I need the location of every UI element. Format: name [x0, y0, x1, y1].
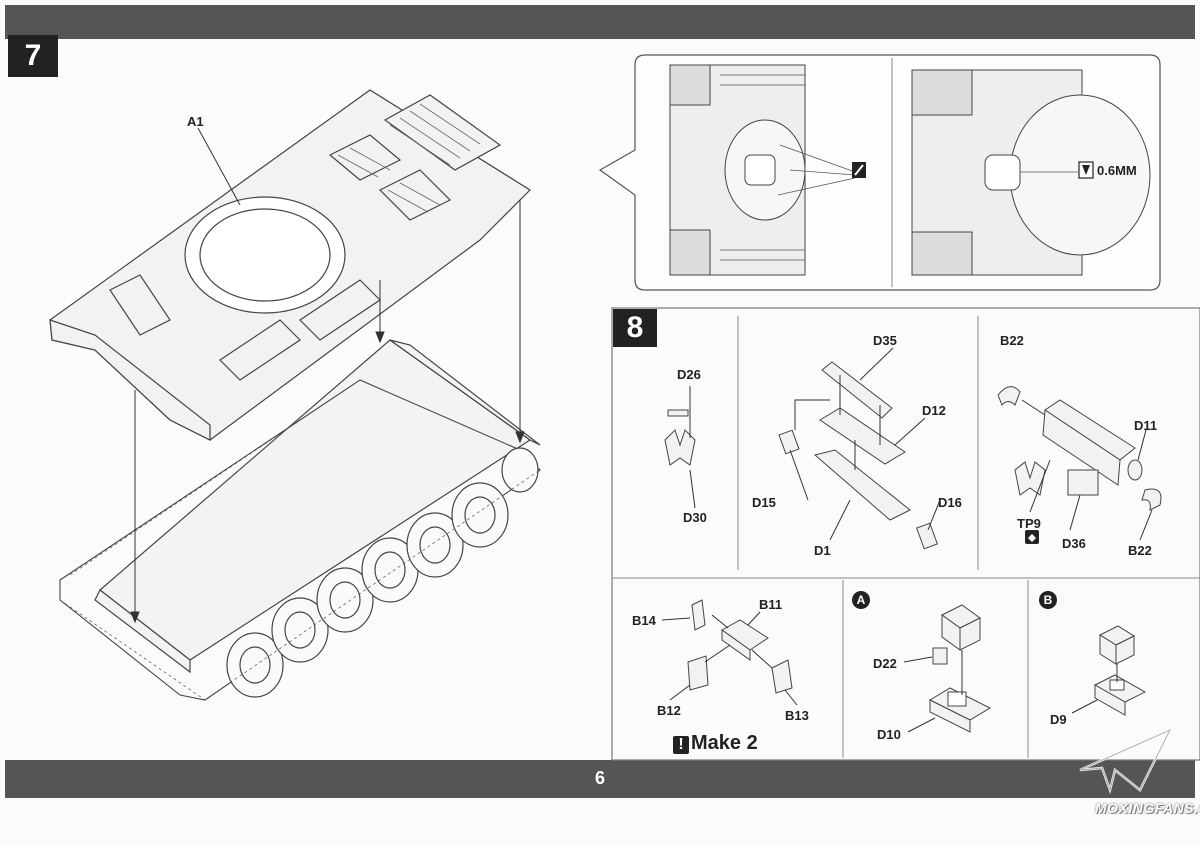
sub3-illustration	[997, 386, 1162, 544]
bottom-bar: 6	[5, 760, 1195, 798]
step-8-frame	[611, 307, 1200, 761]
top-bar	[5, 5, 1195, 39]
part-label-d11: D11	[1134, 418, 1158, 433]
hull-top-illustration	[49, 89, 541, 701]
step-8-badge: 8	[613, 309, 657, 347]
part-label-d12: D12	[922, 403, 946, 418]
part-label-a1: A1	[187, 114, 204, 129]
sub6-illustration	[1071, 625, 1147, 716]
part-label-d16: D16	[938, 495, 962, 510]
sub2-illustration	[778, 347, 941, 550]
page-number: 6	[594, 768, 605, 788]
thickness-label: 0.6MM	[1097, 163, 1137, 178]
sub5-illustration	[903, 604, 992, 733]
part-label-d26: D26	[677, 367, 701, 382]
part-label-b14: B14	[632, 613, 656, 628]
part-label-d1: D1	[814, 543, 831, 558]
warning-icon: !	[673, 736, 689, 754]
part-label-d35: D35	[873, 333, 897, 348]
part-label-b22-top: B22	[1000, 333, 1024, 348]
part-label-tp9: TP9	[1017, 516, 1041, 531]
part-label-d15: D15	[752, 495, 776, 510]
part-label-d22: D22	[873, 656, 897, 671]
variant-a-badge: A	[852, 591, 870, 609]
part-label-d30: D30	[683, 510, 707, 525]
part-label-b12: B12	[657, 703, 681, 718]
part-label-b13: B13	[785, 708, 809, 723]
sub1-illustration	[664, 386, 696, 509]
variant-b-badge: B	[1039, 591, 1057, 609]
step-7-badge: 7	[8, 35, 58, 77]
part-label-d9: D9	[1050, 712, 1067, 727]
part-label-b22-bottom: B22	[1128, 543, 1152, 558]
make-2-label: Make 2	[691, 732, 758, 754]
sub4-illustration	[661, 599, 798, 706]
part-label-d10: D10	[877, 727, 901, 742]
part-label-d36: D36	[1062, 536, 1086, 551]
make-2-note: !Make 2	[673, 732, 758, 755]
detail-callout	[598, 54, 1161, 291]
watermark-text: MOXINGFANS.COM	[1095, 800, 1200, 816]
part-label-b11: B11	[759, 597, 783, 612]
